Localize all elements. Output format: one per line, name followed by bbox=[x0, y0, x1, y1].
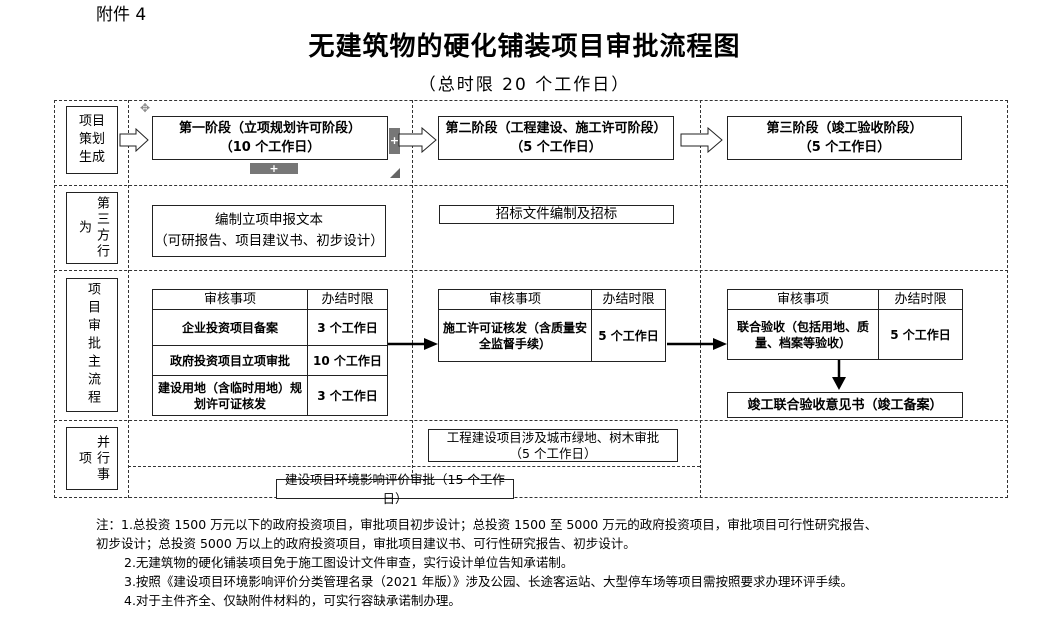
table-header: 办结时限 bbox=[307, 289, 388, 310]
column-divider bbox=[412, 100, 413, 498]
stage-1-review-table: 审核事项 办结时限 企业投资项目备案 3 个工作日 政府投资项目立项审批 10 … bbox=[152, 289, 388, 416]
table-row: 建设用地（含临时用地）规划许可证核发 3 个工作日 bbox=[152, 375, 388, 416]
review-time: 3 个工作日 bbox=[307, 309, 388, 346]
parallel-divider bbox=[128, 466, 700, 467]
green-approval-box: 工程建设项目涉及城市绿地、树木审批 （5 个工作日） bbox=[428, 429, 678, 462]
note-line: 3.按照《建设项目环境影响评价分类管理名录（2021 年版）》涉及公园、长途客运… bbox=[124, 574, 853, 589]
row-label-planning: 项目策划生成 bbox=[66, 106, 118, 174]
stage-time: （10 个工作日） bbox=[219, 140, 321, 155]
box-text: （5 个工作日） bbox=[509, 445, 597, 461]
row-divider bbox=[54, 420, 1008, 421]
column-divider bbox=[128, 100, 129, 498]
table-row: 施工许可证核发（含质量安全监督手续） 5 个工作日 bbox=[438, 309, 666, 362]
stage-time: （5 个工作日） bbox=[798, 140, 891, 155]
box-text: （可研报告、项目建议书、初步设计） bbox=[154, 233, 384, 249]
add-below-icon[interactable]: + bbox=[250, 163, 298, 174]
add-right-icon[interactable]: + bbox=[389, 128, 400, 154]
table-row: 企业投资项目备案 3 个工作日 bbox=[152, 309, 388, 346]
stage-2-box: 第二阶段（工程建设、施工许可阶段） （5 个工作日） bbox=[438, 116, 674, 160]
hollow-arrow-icon bbox=[680, 127, 723, 153]
table-row: 联合验收（包括用地、质量、档案等验收） 5 个工作日 bbox=[727, 309, 963, 360]
move-handle-icon[interactable]: ✥ bbox=[140, 101, 151, 115]
hollow-arrow-icon bbox=[119, 128, 149, 152]
note-line: 初步设计；总投资 5000 万以上的政府投资项目，审批项目建议书、可行性研究报告… bbox=[96, 536, 636, 551]
stage-name: 第二阶段（工程建设、施工许可阶段） bbox=[445, 121, 667, 136]
box-text: 编制立项申报文本 bbox=[215, 212, 323, 228]
table-header: 办结时限 bbox=[591, 289, 666, 310]
table-header: 办结时限 bbox=[878, 289, 963, 310]
bidding-box: 招标文件编制及招标 bbox=[439, 205, 674, 224]
review-time: 10 个工作日 bbox=[307, 345, 388, 376]
box-text: 竣工联合验收意见书（竣工备案） bbox=[747, 397, 943, 413]
row-label-text: 项目策划生成 bbox=[78, 114, 105, 165]
diagram-frame bbox=[54, 100, 1008, 498]
stage-2-review-table: 审核事项 办结时限 施工许可证核发（含质量安全监督手续） 5 个工作日 bbox=[438, 289, 666, 362]
prepare-application-box: 编制立项申报文本 （可研报告、项目建议书、初步设计） bbox=[152, 205, 386, 257]
stage-1-box: 第一阶段（立项规划许可阶段） （10 个工作日） bbox=[152, 116, 388, 160]
hollow-arrow-icon bbox=[398, 127, 437, 153]
row-label-text: 第三方行为 bbox=[76, 196, 109, 260]
table-header: 审核事项 bbox=[727, 289, 879, 310]
stage-3-review-table: 审核事项 办结时限 联合验收（包括用地、质量、档案等验收） 5 个工作日 bbox=[727, 289, 963, 360]
table-header: 审核事项 bbox=[152, 289, 308, 310]
review-time: 5 个工作日 bbox=[878, 309, 963, 360]
attachment-label: 附件 4 bbox=[96, 5, 147, 25]
stage-3-box: 第三阶段（竣工验收阶段） （5 个工作日） bbox=[727, 116, 962, 160]
review-item: 企业投资项目备案 bbox=[152, 309, 308, 346]
page-subtitle: （总时限 20 个工作日） bbox=[418, 75, 631, 95]
row-label-third-party: 第三方行为 bbox=[66, 192, 118, 264]
row-label-text: 项目审批主流程 bbox=[85, 282, 100, 408]
completion-certificate-box: 竣工联合验收意见书（竣工备案） bbox=[727, 392, 963, 418]
note-line: 4.对于主件齐全、仅缺附件材料的，可实行容缺承诺制办理。 bbox=[124, 593, 461, 608]
box-text: 招标文件编制及招标 bbox=[495, 206, 618, 222]
flow-arrow-icon bbox=[388, 338, 438, 350]
note-line: 注：1.总投资 1500 万元以下的政府投资项目，审批项目初步设计；总投资 15… bbox=[96, 517, 878, 532]
row-divider bbox=[54, 185, 1008, 186]
row-label-parallel: 并行事项 bbox=[66, 427, 118, 490]
stage-time: （5 个工作日） bbox=[510, 140, 602, 155]
review-time: 3 个工作日 bbox=[307, 375, 388, 416]
note-line: 2.无建筑物的硬化铺装项目免于施工图设计文件审查，实行设计单位告知承诺制。 bbox=[124, 555, 574, 570]
review-item: 政府投资项目立项审批 bbox=[152, 345, 308, 376]
stage-name: 第一阶段（立项规划许可阶段） bbox=[178, 121, 361, 136]
resize-handle-icon[interactable] bbox=[390, 163, 400, 178]
review-item: 建设用地（含临时用地）规划许可证核发 bbox=[152, 375, 308, 416]
table-header: 审核事项 bbox=[438, 289, 592, 310]
box-text: 工程建设项目涉及城市绿地、树木审批 bbox=[446, 429, 660, 445]
row-label-text: 并行事项 bbox=[76, 434, 109, 483]
notes: 注：1.总投资 1500 万元以下的政府投资项目，审批项目初步设计；总投资 15… bbox=[96, 515, 1036, 610]
table-row: 政府投资项目立项审批 10 个工作日 bbox=[152, 345, 388, 376]
column-divider bbox=[700, 100, 701, 498]
env-impact-box: 建设项目环境影响评价审批（15 个工作日） bbox=[276, 472, 514, 506]
flow-arrow-icon bbox=[667, 338, 727, 350]
review-item: 施工许可证核发（含质量安全监督手续） bbox=[438, 309, 592, 362]
page-title: 无建筑物的硬化铺装项目审批流程图 bbox=[308, 32, 741, 62]
stage-name: 第三阶段（竣工验收阶段） bbox=[766, 121, 923, 136]
review-item: 联合验收（包括用地、质量、档案等验收） bbox=[727, 309, 879, 360]
row-label-main-flow: 项目审批主流程 bbox=[66, 278, 118, 412]
row-divider bbox=[54, 270, 1008, 271]
box-text: 建设项目环境影响评价审批（15 个工作日） bbox=[285, 472, 505, 506]
flow-arrow-icon bbox=[832, 360, 846, 390]
review-time: 5 个工作日 bbox=[591, 309, 666, 362]
